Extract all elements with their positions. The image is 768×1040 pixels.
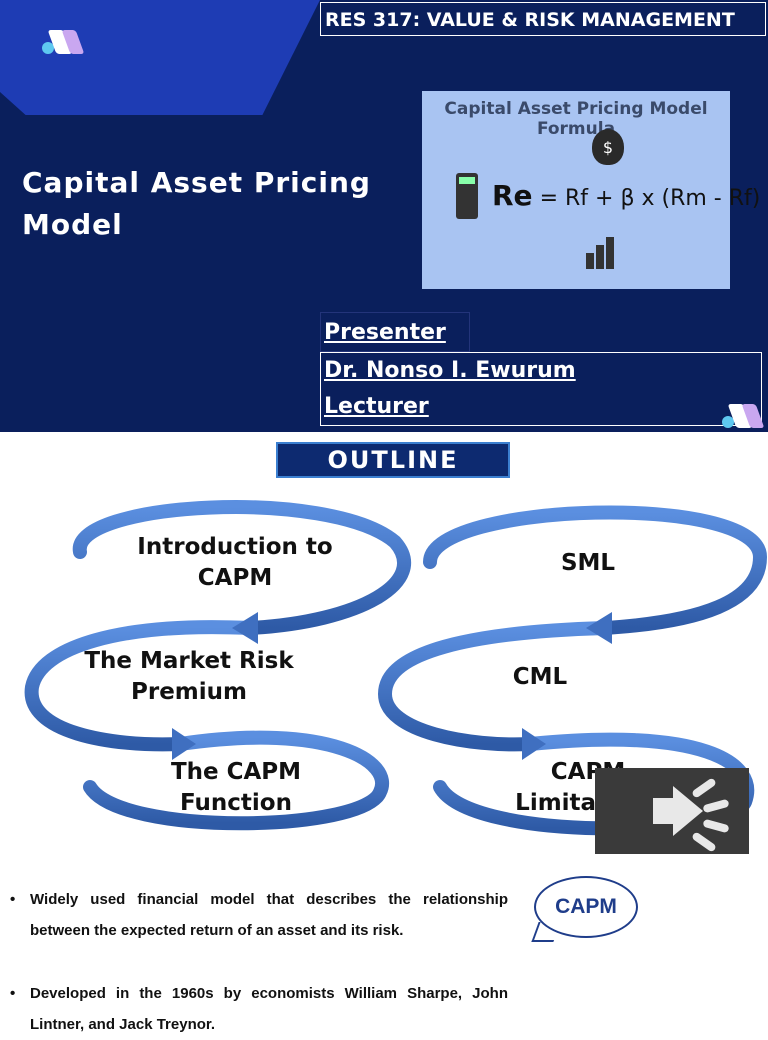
bullet-dot: • — [10, 985, 16, 1002]
presenter-role: Lecturer — [324, 394, 429, 419]
logo-small-icon — [722, 404, 765, 430]
outline-item-sml: SML — [560, 550, 616, 576]
bullet-item: • Widely used financial model that descr… — [10, 884, 508, 946]
outline-slide: OUTLINE Introduction to CAPM The Market … — [0, 432, 768, 860]
arrow-left-3 — [83, 730, 389, 831]
formula-caption: Capital Asset Pricing Model Formula — [444, 99, 708, 139]
presenter-label: Presenter — [320, 312, 470, 352]
outline-item-market-risk: The Market Risk Premium — [84, 648, 294, 705]
arrowhead-4 — [522, 728, 546, 760]
capm-callout: CAPM — [534, 876, 638, 938]
presenter-details: Dr. Nonso I. Ewurum Lecturer — [320, 352, 762, 426]
corner-decoration — [0, 0, 320, 115]
bullet-item: • Developed in the 1960s by economists W… — [10, 978, 508, 1040]
title-slide: RES 317: VALUE & RISK MANAGEMENT Capital… — [0, 0, 768, 432]
outline-title: OUTLINE — [276, 442, 510, 478]
calculator-icon — [456, 173, 478, 219]
equation-body: = Rf + β x (Rm - Rf) — [539, 186, 761, 211]
capm-equation: Re = Rf + β x (Rm - Rf) — [492, 179, 760, 212]
money-bag-icon: $ — [592, 129, 624, 165]
arrowhead-1 — [232, 612, 258, 644]
arrowhead-2 — [172, 728, 196, 760]
bullet-dot: • — [10, 891, 16, 908]
course-title: RES 317: VALUE & RISK MANAGEMENT — [320, 2, 766, 36]
outline-item-capm-function: The CAPM Function — [170, 759, 302, 816]
logo-icon — [42, 30, 85, 56]
arrowhead-3 — [586, 612, 612, 644]
outline-item-cml: CML — [512, 664, 568, 690]
arrow-left-2 — [24, 620, 257, 752]
bullet-text: Developed in the 1960s by economists Wil… — [30, 985, 508, 1033]
slide-title: Capital Asset Pricing Model — [22, 166, 371, 241]
outline-item-intro: Introduction to CAPM — [137, 534, 333, 591]
bar-chart-icon — [584, 229, 628, 269]
bullet-text: Widely used financial model that describ… — [30, 891, 508, 939]
capm-formula-image: Capital Asset Pricing Model Formula $ Re… — [422, 91, 760, 289]
arrow-right-2 — [377, 621, 612, 752]
intro-slide: • Widely used financial model that descr… — [0, 860, 768, 1033]
speaker-icon[interactable] — [595, 768, 749, 854]
arrow-right-1 — [423, 505, 768, 635]
presenter-name: Dr. Nonso I. Ewurum — [324, 358, 576, 383]
arrow-left-1 — [72, 500, 412, 635]
equation-lead: Re — [492, 179, 533, 212]
